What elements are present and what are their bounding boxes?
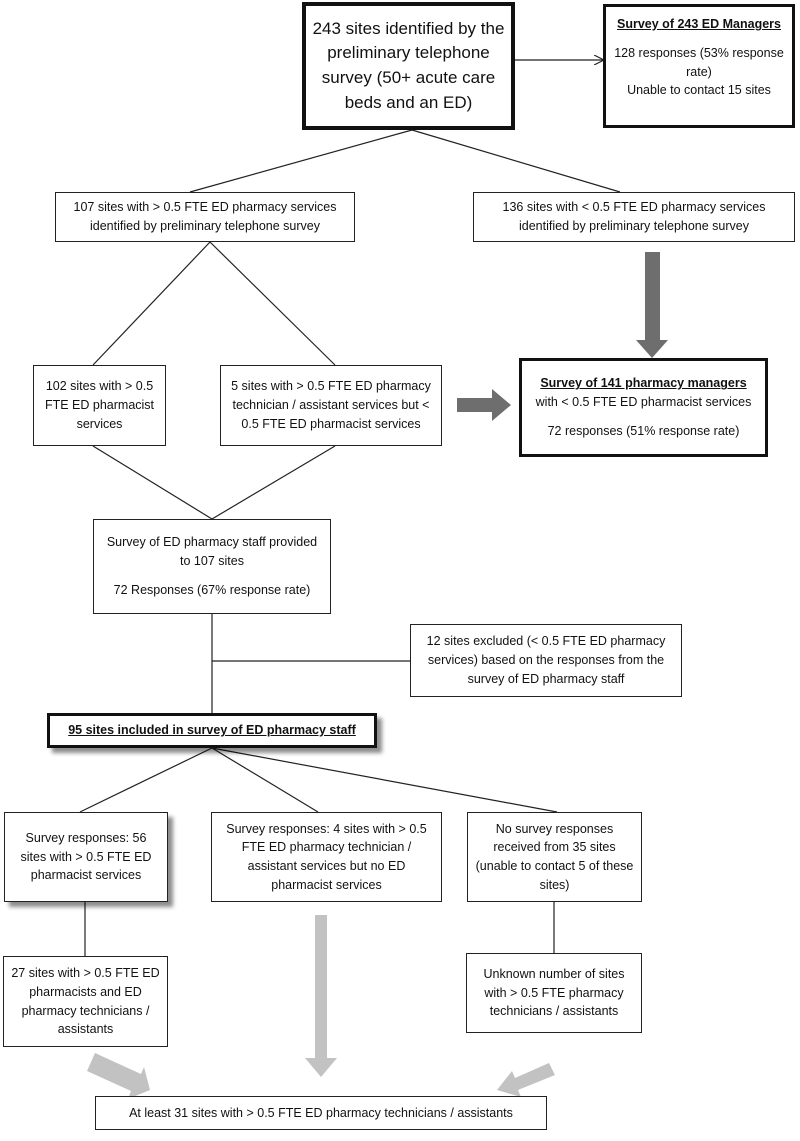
connector-line (189, 129, 413, 193)
node-unknown-sites: Unknown number of sites with > 0.5 FTE p… (466, 953, 642, 1033)
node-4-responses: Survey responses: 4 sites with > 0.5 FTE… (211, 812, 442, 902)
node-text: 128 responses (53% response rate) (614, 45, 784, 79)
node-95-included: 95 sites included in survey of ED pharma… (47, 713, 377, 748)
connector-line (411, 129, 621, 193)
node-text: 102 sites with > 0.5 FTE ED pharmacist s… (44, 379, 155, 431)
node-text: 5 sites with > 0.5 FTE ED pharmacy techn… (231, 379, 431, 431)
node-staff-survey: Survey of ED pharmacy staff provided to … (93, 519, 331, 614)
node-text: 243 sites identified by the preliminary … (312, 18, 505, 112)
connector-line (79, 747, 213, 813)
node-text: At least 31 sites with > 0.5 FTE ED phar… (129, 1105, 513, 1120)
connector-line (92, 445, 213, 520)
node-text: 72 responses (51% response rate) (547, 423, 740, 438)
block-arrow-down-icon (636, 252, 668, 358)
connector-line (211, 445, 336, 520)
connector-line (211, 747, 558, 813)
node-12-excluded: 12 sites excluded (< 0.5 FTE ED pharmacy… (410, 624, 682, 697)
block-arrow-diagonal-icon (497, 1063, 555, 1097)
node-text: 95 sites included in survey of ED pharma… (68, 723, 356, 738)
node-text: Survey responses: 56 sites with > 0.5 FT… (20, 830, 152, 883)
node-136-sites: 136 sites with < 0.5 FTE ED pharmacy ser… (473, 192, 795, 242)
node-preliminary-survey: 243 sites identified by the preliminary … (302, 2, 515, 130)
node-107-sites: 107 sites with > 0.5 FTE ED pharmacy ser… (55, 192, 355, 242)
node-ed-managers-survey: Survey of 243 ED Managers 128 responses … (603, 4, 795, 128)
node-text: 72 Responses (67% response rate) (113, 582, 311, 597)
node-text: with < 0.5 FTE ED pharmacist services (535, 395, 752, 410)
block-arrow-diagonal-icon (87, 1053, 150, 1099)
connector-line (92, 241, 211, 366)
node-text: 107 sites with > 0.5 FTE ED pharmacy ser… (73, 200, 337, 233)
node-text: Survey of ED pharmacy staff provided to … (106, 535, 318, 569)
block-arrow-down-icon (305, 915, 337, 1077)
node-text: Unable to contact 15 sites (627, 83, 771, 98)
node-5-sites: 5 sites with > 0.5 FTE ED pharmacy techn… (220, 365, 442, 446)
node-27-sites: 27 sites with > 0.5 FTE ED pharmacists a… (3, 956, 168, 1047)
node-102-sites: 102 sites with > 0.5 FTE ED pharmacist s… (33, 365, 166, 446)
node-56-responses: Survey responses: 56 sites with > 0.5 FT… (4, 812, 168, 902)
node-text: 12 sites excluded (< 0.5 FTE ED pharmacy… (426, 634, 666, 686)
node-text: No survey responses received from 35 sit… (475, 821, 634, 892)
node-title-line: Survey of 141 pharmacy managers with < 0… (528, 374, 759, 412)
node-35-no-response: No survey responses received from 35 sit… (467, 812, 642, 902)
node-pharmacy-managers-survey: Survey of 141 pharmacy managers with < 0… (519, 358, 768, 457)
block-arrows (87, 252, 668, 1099)
node-31-sites: At least 31 sites with > 0.5 FTE ED phar… (95, 1096, 547, 1130)
block-arrow-right-icon (457, 389, 511, 421)
node-title: Survey of 141 pharmacy managers (540, 376, 747, 391)
connector-line (211, 747, 319, 813)
node-title: Survey of 243 ED Managers (617, 17, 781, 31)
connector-line (209, 241, 336, 366)
node-text: Unknown number of sites with > 0.5 FTE p… (483, 966, 625, 1019)
node-text: 136 sites with < 0.5 FTE ED pharmacy ser… (502, 200, 766, 233)
node-text: Survey responses: 4 sites with > 0.5 FTE… (226, 821, 427, 892)
node-text: 27 sites with > 0.5 FTE ED pharmacists a… (11, 966, 160, 1037)
